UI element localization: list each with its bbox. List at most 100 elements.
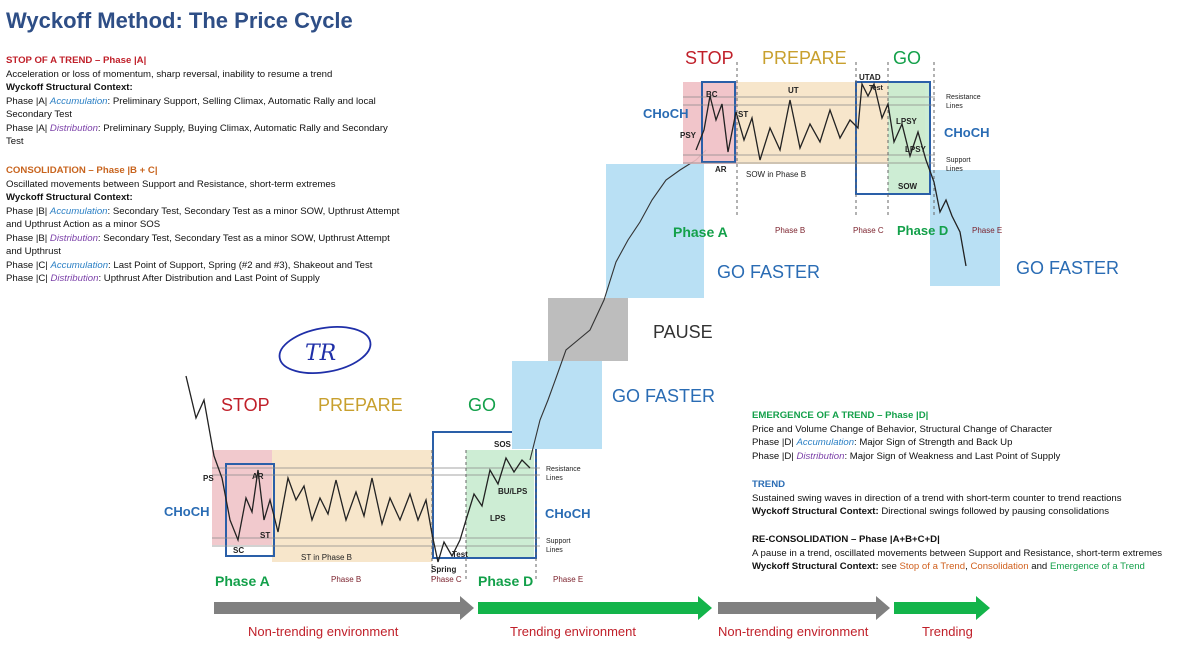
recon-heading: RE-CONSOLIDATION – Phase |A+B+C+D| <box>752 534 940 545</box>
consolidation-text: CONSOLIDATION – Phase |B + C| Oscillated… <box>6 164 404 286</box>
consol-context-label: Wyckoff Structural Context: <box>6 192 133 203</box>
lower-support-lines-label: Lines <box>546 547 563 554</box>
lower-phase-c: Phase C <box>431 575 462 584</box>
stop-context-label: Wyckoff Structural Context: <box>6 82 133 93</box>
lower-st-label: ST <box>260 531 270 540</box>
trending-arrow <box>478 596 712 620</box>
lower-sc-label: SC <box>233 546 244 555</box>
upper-ar-label: AR <box>715 165 727 174</box>
consol-b-distribution: Phase |B| Distribution: Secondary Test, … <box>6 232 390 258</box>
pause-box <box>548 298 628 361</box>
lower-phase-a-box <box>225 463 275 557</box>
upper-phase-c: Phase C <box>853 226 884 235</box>
lower-peach-zone <box>272 450 432 562</box>
middle-trend-path <box>529 149 707 461</box>
upper-resistance-label: Resistance <box>946 94 981 101</box>
lower-choch-left: CHoCH <box>164 504 210 519</box>
stop-of-trend-text: STOP OF A TREND – Phase |A| Acceleration… <box>6 54 401 149</box>
go-faster-box-2 <box>606 164 704 298</box>
go-faster-label-2: GO FASTER <box>717 262 820 282</box>
lower-lps-label: LPS <box>490 514 506 523</box>
upper-prepare-label: PREPARE <box>762 48 847 68</box>
upper-ut-label: UT <box>788 86 799 95</box>
lower-ar-label: AR <box>252 472 264 481</box>
upper-price-path <box>695 81 967 267</box>
upper-choch-right: CHoCH <box>944 125 990 140</box>
upper-support-label: Support <box>946 157 971 164</box>
emergence-heading: EMERGENCE OF A TREND – Phase |D| <box>752 410 929 421</box>
upper-lpsy-label-1: LPSY <box>896 117 918 126</box>
consol-heading: CONSOLIDATION – Phase |B + C| <box>6 165 158 176</box>
tr-annotation-circle <box>278 326 372 374</box>
upper-sow-label: SOW <box>898 182 918 191</box>
upper-phase-a: Phase A <box>673 224 728 240</box>
upper-phase-e: Phase E <box>972 226 1002 235</box>
upper-bc-label: BC <box>706 90 718 99</box>
upper-mint-zone <box>888 82 930 194</box>
go-faster-label-3: GO FASTER <box>1016 258 1119 278</box>
upper-resistance-lines-label: Lines <box>946 103 963 110</box>
emergence-text: EMERGENCE OF A TREND – Phase |D| Price a… <box>752 409 1172 463</box>
stop-heading: STOP OF A TREND – Phase |A| <box>6 55 147 66</box>
upper-phase-c-d-box <box>855 81 931 195</box>
non-trending-arrow-2 <box>718 596 890 620</box>
upper-st-label: ST <box>738 110 748 119</box>
lower-phase-b: Phase B <box>331 575 361 584</box>
lower-spring-label: Spring <box>431 565 456 574</box>
lower-sos-label: SOS <box>494 440 512 449</box>
lower-st-phase-b-label: ST in Phase B <box>301 553 352 562</box>
upper-phase-d: Phase D <box>897 223 948 238</box>
upper-go-label: GO <box>893 48 921 68</box>
recon-desc: A pause in a trend, oscillated movements… <box>752 547 1163 559</box>
upper-phase-a-box <box>701 81 736 163</box>
lower-price-path <box>185 375 531 563</box>
upper-sow-phase-b-label: SOW in Phase B <box>746 170 806 179</box>
lower-stop-label: STOP <box>221 395 270 415</box>
reconsolidation-text: RE-CONSOLIDATION – Phase |A+B+C+D| A pau… <box>752 533 1172 574</box>
non-trending-label-1: Non-trending environment <box>248 624 399 639</box>
emergence-desc: Price and Volume Change of Behavior, Str… <box>752 423 1053 435</box>
upper-choch-left: CHoCH <box>643 106 689 121</box>
trend-text: TREND Sustained swing waves in direction… <box>752 478 1172 519</box>
non-trending-arrow-1 <box>214 596 474 620</box>
trending-label-2: Trending <box>922 624 973 639</box>
lower-prepare-label: PREPARE <box>318 395 403 415</box>
lower-phase-a: Phase A <box>215 573 270 589</box>
pause-label: PAUSE <box>653 322 713 342</box>
stop-accumulation: Phase |A| Accumulation: Preliminary Supp… <box>6 95 376 121</box>
lower-test-label: Test <box>452 550 468 559</box>
lower-phase-d: Phase D <box>478 573 533 589</box>
lower-support-label: Support <box>546 538 571 545</box>
go-faster-label-1: GO FASTER <box>612 386 715 406</box>
upper-test-label: Test <box>869 85 884 92</box>
upper-lpsy-label-2: LPSY <box>905 145 927 154</box>
lower-resistance-label: Resistance <box>546 466 581 473</box>
upper-stop-label: STOP <box>685 48 734 68</box>
trending-label: Trending environment <box>510 624 636 639</box>
non-trending-label-2: Non-trending environment <box>718 624 869 639</box>
upper-psy-label: PSY <box>680 131 697 140</box>
emergence-accumulation: Phase |D| Accumulation: Major Sign of St… <box>752 437 1013 448</box>
lower-phase-e: Phase E <box>553 575 583 584</box>
stop-desc: Acceleration or loss of momentum, sharp … <box>6 68 333 80</box>
consol-c-distribution: Phase |C| Distribution: Upthrust After D… <box>6 273 320 284</box>
recon-context: Wyckoff Structural Context: see Stop of … <box>752 561 1145 572</box>
consol-c-accumulation: Phase |C| Accumulation: Last Point of Su… <box>6 259 373 271</box>
lower-ps-label: PS <box>203 474 214 483</box>
trend-context: Wyckoff Structural Context: Directional … <box>752 506 1110 517</box>
trend-heading: TREND <box>752 479 786 490</box>
tr-annotation-text: TR <box>305 341 336 366</box>
lower-go-label: GO <box>468 395 496 415</box>
go-faster-box-3 <box>930 170 1000 286</box>
lower-bu-lps-label: BU/LPS <box>498 487 528 496</box>
lower-choch-right: CHoCH <box>545 506 591 521</box>
trending-arrow-2 <box>894 596 990 620</box>
upper-support-lines-label: Lines <box>946 166 963 173</box>
consol-desc: Oscillated movements between Support and… <box>6 178 336 190</box>
page-title: Wyckoff Method: The Price Cycle <box>6 8 353 33</box>
lower-resistance-lines-label: Lines <box>546 475 563 482</box>
trend-desc: Sustained swing waves in direction of a … <box>752 492 1122 504</box>
consol-b-accumulation: Phase |B| Accumulation: Secondary Test, … <box>6 205 400 231</box>
emergence-distribution: Phase |D| Distribution: Major Sign of We… <box>752 450 1061 462</box>
